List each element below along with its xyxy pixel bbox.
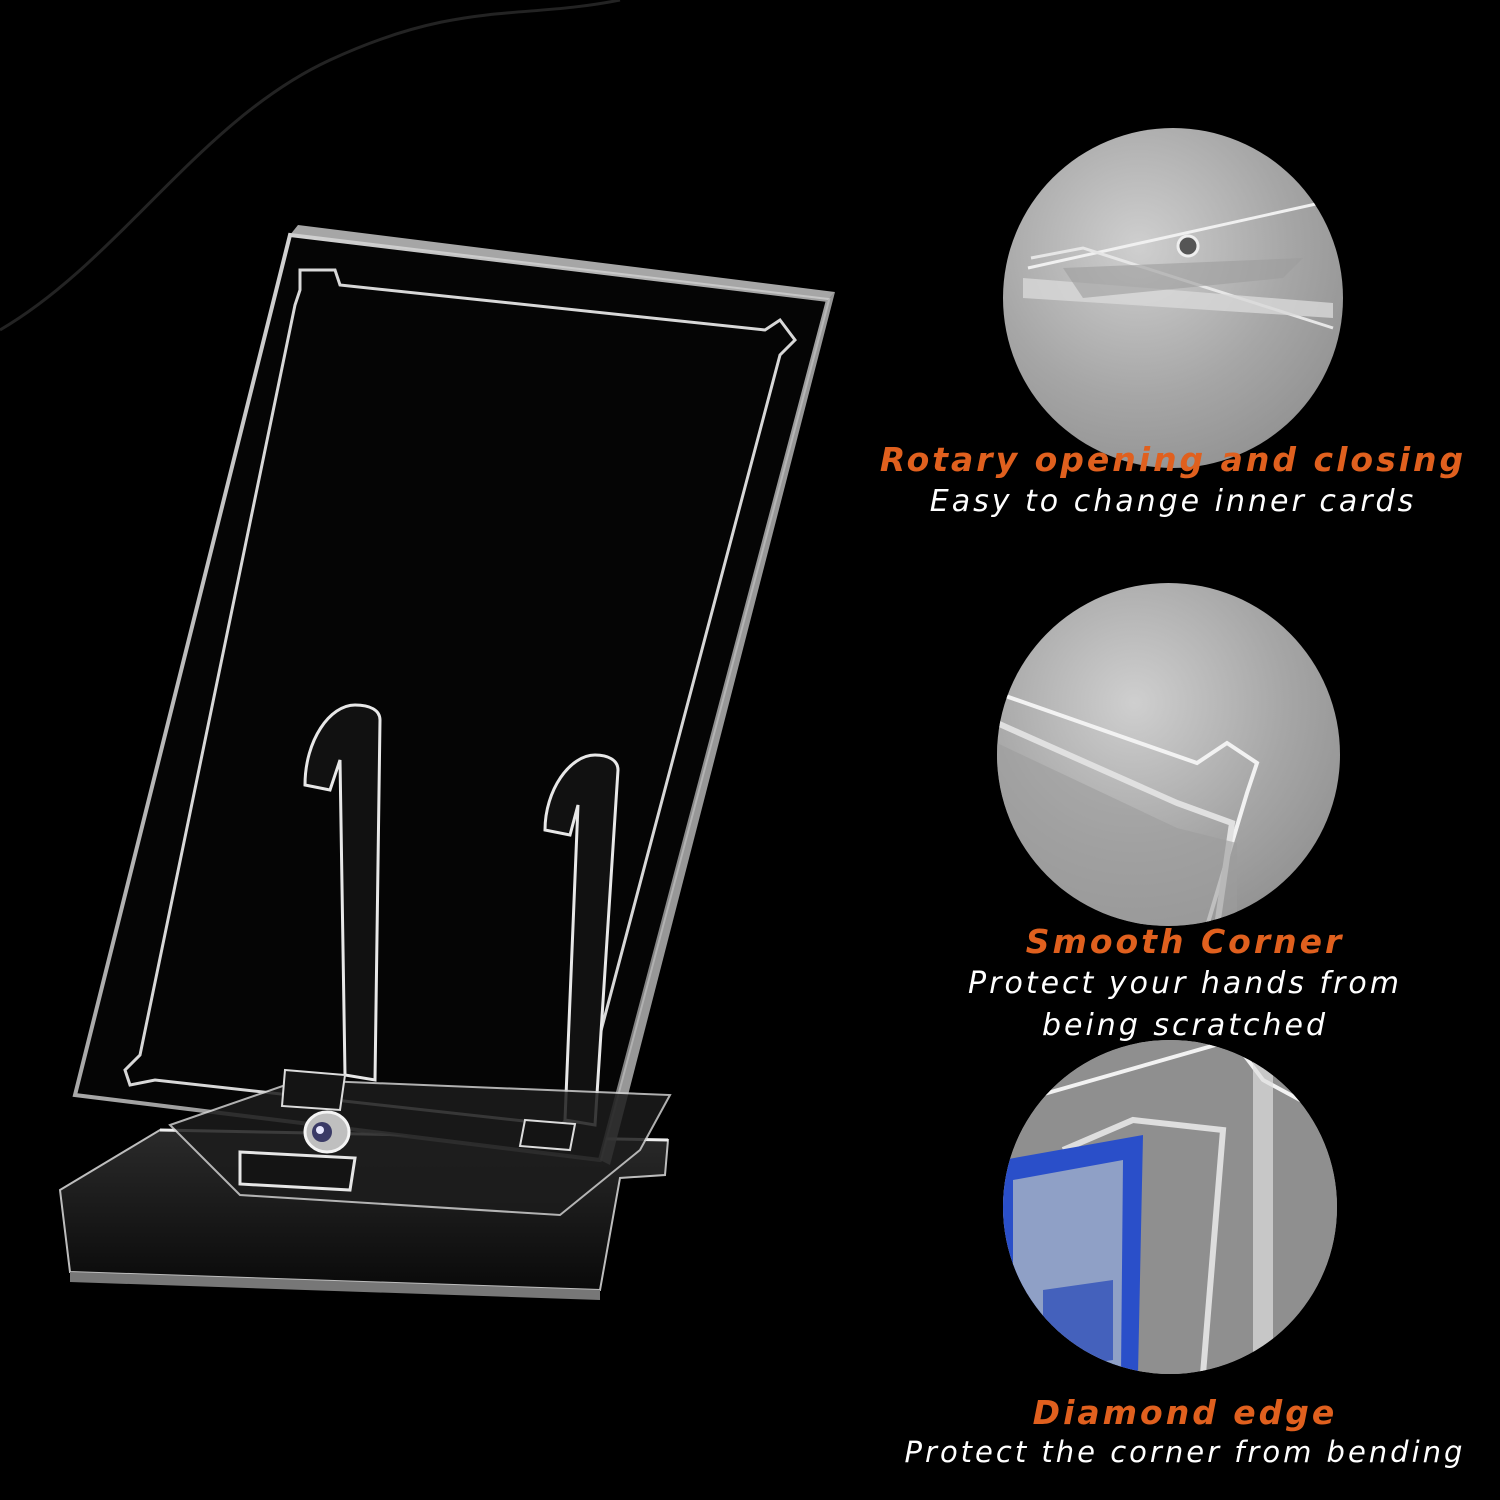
feature-desc-corner-line1: Protect your hands from <box>968 966 1402 1001</box>
card-holder-slab <box>72 225 835 1165</box>
corner-detail-photo <box>997 583 1340 926</box>
pivot-screw-icon <box>303 1110 351 1154</box>
support-leg-right <box>543 753 620 1127</box>
feature-title-rotary: Rotary opening and closing <box>879 440 1467 479</box>
feature-title-edge: Diamond edge <box>1032 1393 1338 1432</box>
hinge-detail-photo <box>1003 128 1343 468</box>
feature-desc-corner-line2: being scratched <box>1041 1008 1329 1043</box>
stand-top-plate <box>168 1068 672 1217</box>
edge-detail-photo <box>1003 1040 1337 1374</box>
feature-title-corner: Smooth Corner <box>1025 922 1345 961</box>
feature-desc-rotary: Easy to change inner cards <box>929 484 1417 519</box>
feature-desc-edge: Protect the corner from bending <box>904 1435 1466 1469</box>
support-leg-left <box>303 703 382 1082</box>
